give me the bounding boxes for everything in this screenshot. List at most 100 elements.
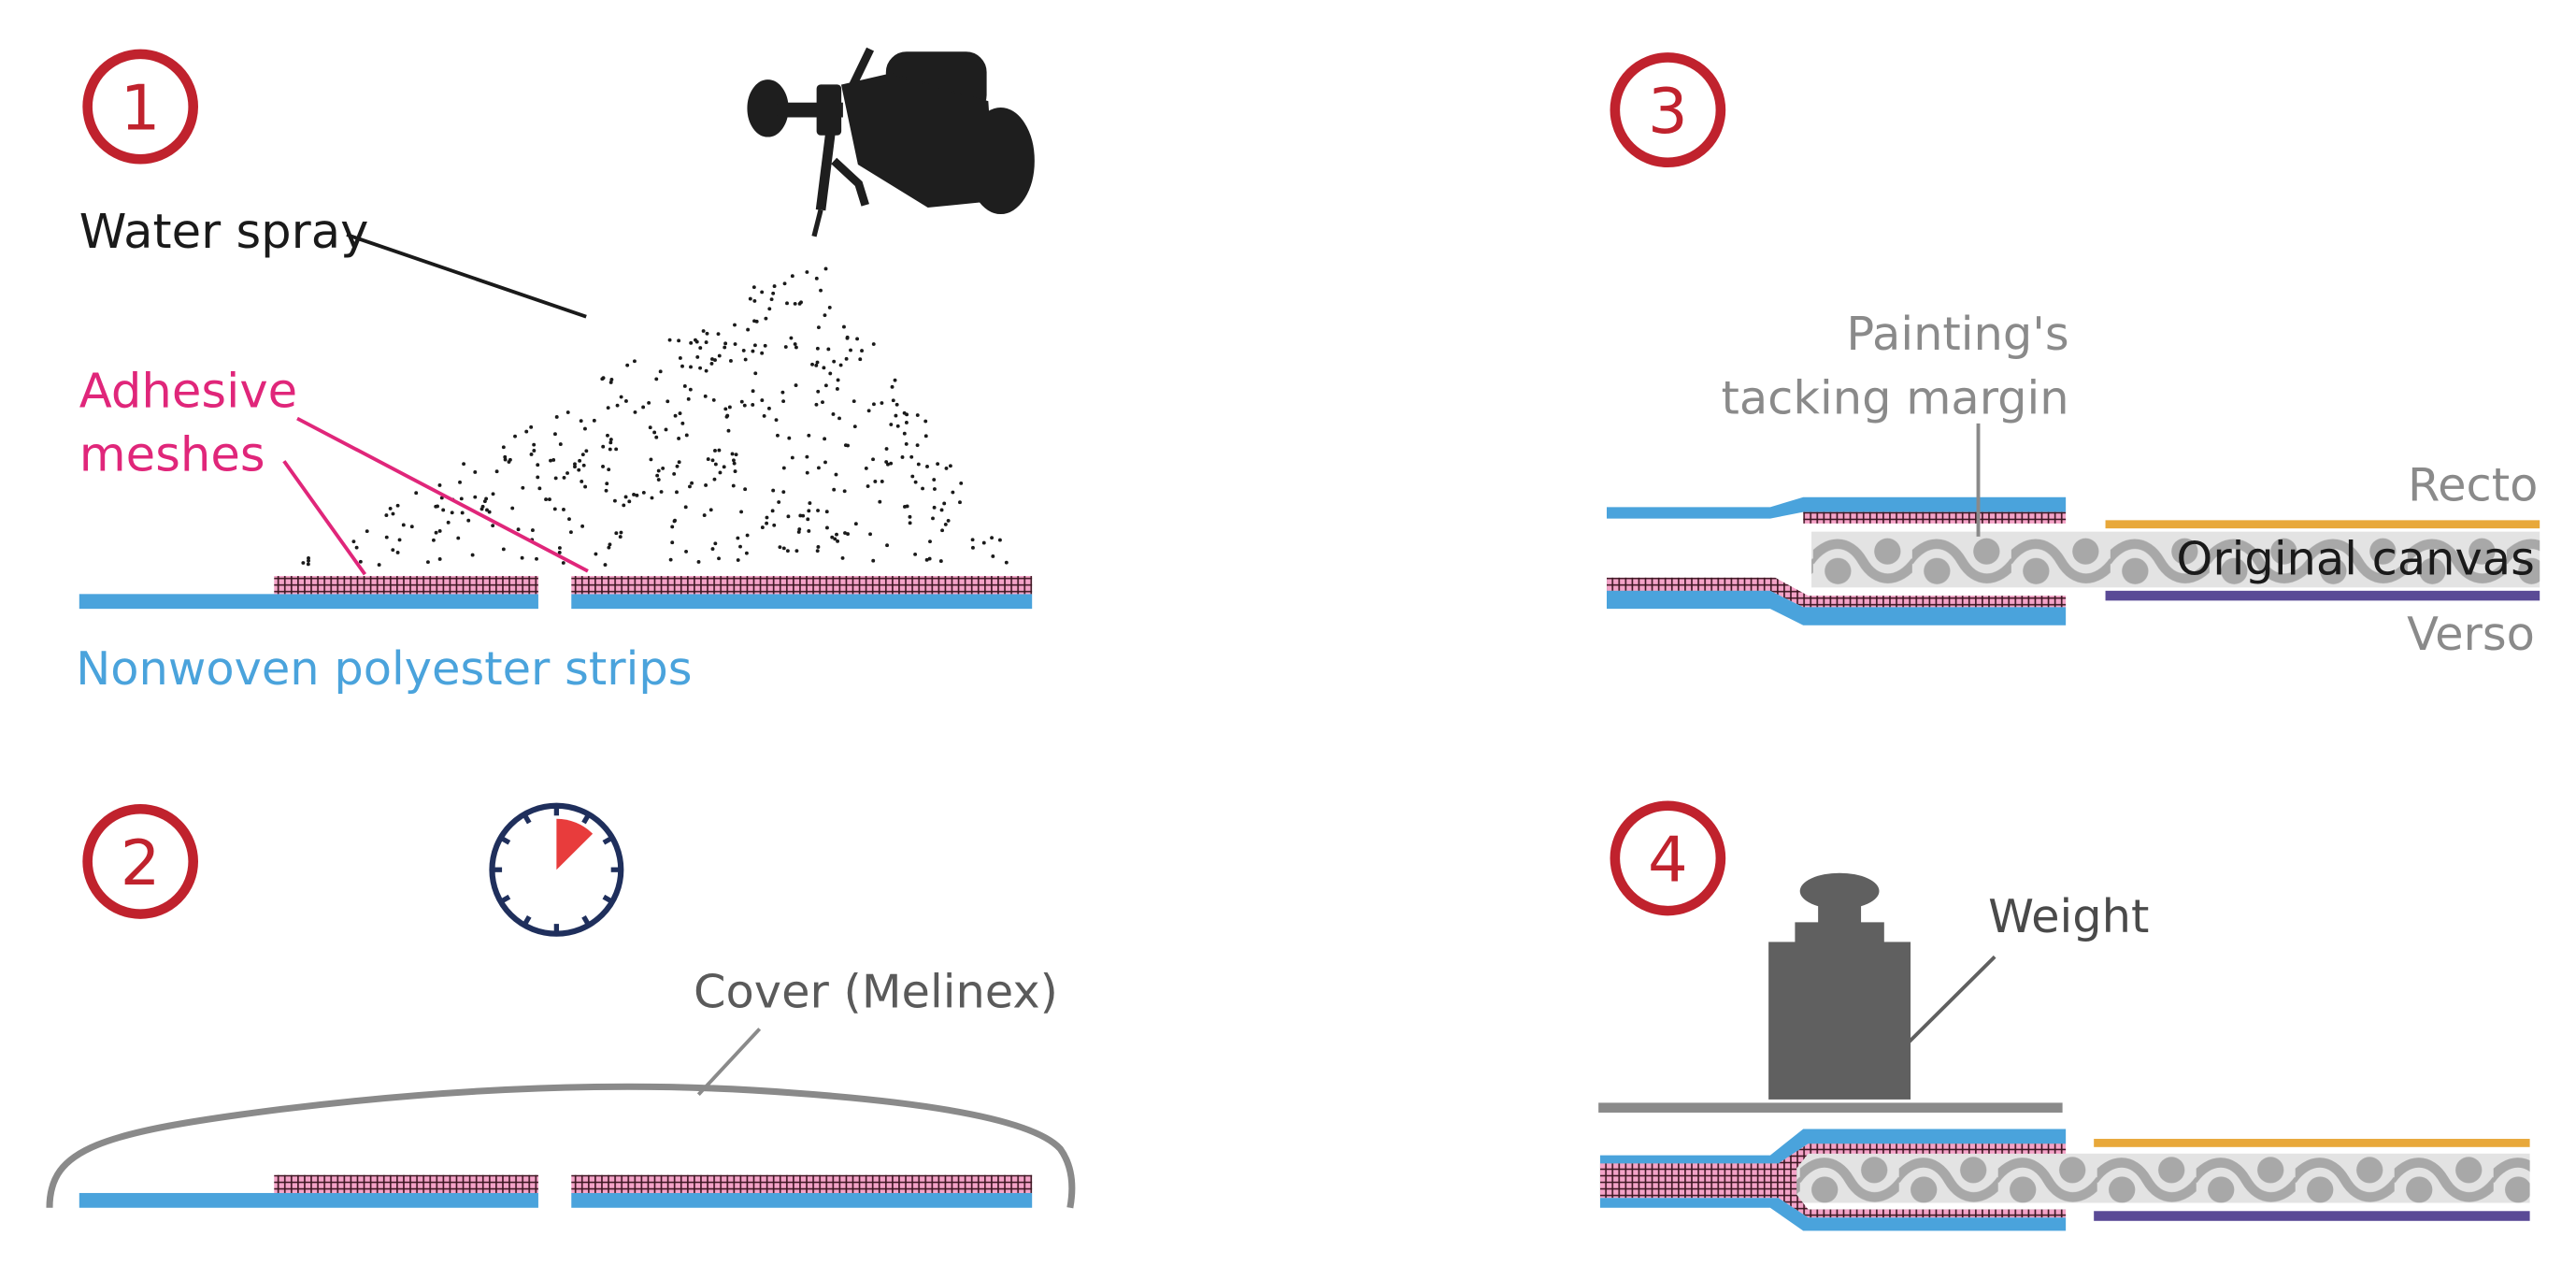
spray-droplet <box>713 541 718 546</box>
spray-droplet <box>460 511 465 515</box>
spray-droplet <box>871 457 875 462</box>
spray-droplet <box>557 551 562 554</box>
spray-droplet <box>688 387 693 392</box>
spray-droplet <box>739 510 744 514</box>
spray-droplet <box>925 465 929 468</box>
spray-droplet <box>751 403 755 407</box>
spray-droplet <box>905 504 909 509</box>
spray-droplet <box>536 463 540 467</box>
spray-droplet <box>561 561 565 565</box>
spray-droplet <box>814 276 819 280</box>
spray-droplet <box>769 297 774 302</box>
spray-droplet <box>832 359 837 364</box>
spray-droplet <box>819 288 823 293</box>
spray-droplet <box>736 536 740 540</box>
spray-droplet <box>377 563 381 568</box>
spray-droplet <box>704 340 708 345</box>
spray-droplet <box>868 532 872 537</box>
spray-droplet <box>816 509 820 512</box>
spray-droplet <box>391 548 395 553</box>
melinex-cover <box>46 1083 1076 1209</box>
spray-droplet <box>816 545 821 549</box>
spray-droplet <box>689 365 693 369</box>
spray-droplet <box>884 447 889 451</box>
spray-droplet <box>434 504 438 509</box>
spray-droplet <box>717 448 722 453</box>
spray-droplet <box>491 492 495 496</box>
spray-droplet <box>904 441 909 446</box>
spray-droplet <box>306 562 310 567</box>
spray-droplet <box>793 301 797 306</box>
step-number-2: 2 <box>121 827 161 899</box>
spray-droplet <box>830 535 835 539</box>
spray-droplet <box>913 480 918 484</box>
spray-droplet <box>991 554 995 558</box>
spray-droplet <box>775 433 780 438</box>
spray-droplet <box>752 298 757 303</box>
spray-droplet <box>793 342 797 346</box>
spray-droplet <box>946 518 951 523</box>
spray-droplet <box>516 527 521 532</box>
spray-droplet <box>939 508 944 512</box>
spray-droplet <box>805 470 809 475</box>
spray-droplet <box>807 529 811 533</box>
spray-droplet <box>880 480 884 483</box>
spray-droplet <box>736 558 740 562</box>
spray-droplet <box>744 551 749 555</box>
spray-droplet <box>821 400 824 405</box>
spray-droplet <box>823 313 827 318</box>
spray-droplet <box>708 508 713 512</box>
spray-droplet <box>886 462 890 467</box>
spray-droplet <box>904 421 909 424</box>
spray-droplet <box>601 444 606 449</box>
spray-droplet <box>391 511 395 516</box>
panel-1: Water spray Adhesive meshes Nonwoven pol… <box>76 47 1035 696</box>
spray-droplet <box>615 403 620 408</box>
timer-icon <box>489 802 624 937</box>
spray-droplet <box>623 495 628 499</box>
spray-droplet <box>827 305 832 309</box>
spray-droplet <box>458 480 462 484</box>
spray-droplet <box>365 529 369 534</box>
spray-droplet <box>601 465 605 468</box>
spray-droplet <box>485 508 489 512</box>
spray-droplet <box>932 478 937 482</box>
spray-droplet <box>682 384 687 388</box>
spray-droplet <box>1004 560 1009 565</box>
spray-droplet <box>823 266 828 271</box>
spray-droplet <box>529 453 534 456</box>
spray-droplet <box>592 418 596 423</box>
spray-droplet <box>866 484 870 488</box>
spray-droplet <box>409 525 414 529</box>
spray-droplet <box>627 499 632 504</box>
spray-droplet <box>723 407 728 411</box>
spray-droplet <box>633 410 637 414</box>
canvas-weave <box>1811 531 2540 588</box>
spray-droplet <box>908 514 912 519</box>
spray-droplet <box>915 443 920 448</box>
spray-droplet <box>786 514 791 519</box>
adhesive-leader-1 <box>282 460 367 576</box>
spray-droplet <box>501 445 506 450</box>
spray-droplet <box>814 363 819 367</box>
spray-droplet <box>943 522 948 526</box>
spray-droplet <box>871 402 876 407</box>
spray-droplet <box>778 545 782 550</box>
spray-droplet <box>702 513 707 518</box>
spray-droplet <box>924 557 929 562</box>
spray-droplet <box>880 401 884 405</box>
spray-droplet <box>794 345 798 350</box>
spray-droplet <box>799 300 803 305</box>
spray-droplet <box>608 447 612 452</box>
spray-droplet <box>667 338 672 342</box>
spray-droplet <box>745 533 750 538</box>
spray-droplet <box>622 503 626 508</box>
spray-droplet <box>933 487 937 491</box>
spray-droplet <box>698 346 703 351</box>
spray-droplet <box>921 486 924 491</box>
spray-droplet <box>536 475 540 480</box>
spray-droplet <box>751 389 755 394</box>
spray-droplet <box>673 413 678 418</box>
spray-droplet <box>894 402 899 407</box>
